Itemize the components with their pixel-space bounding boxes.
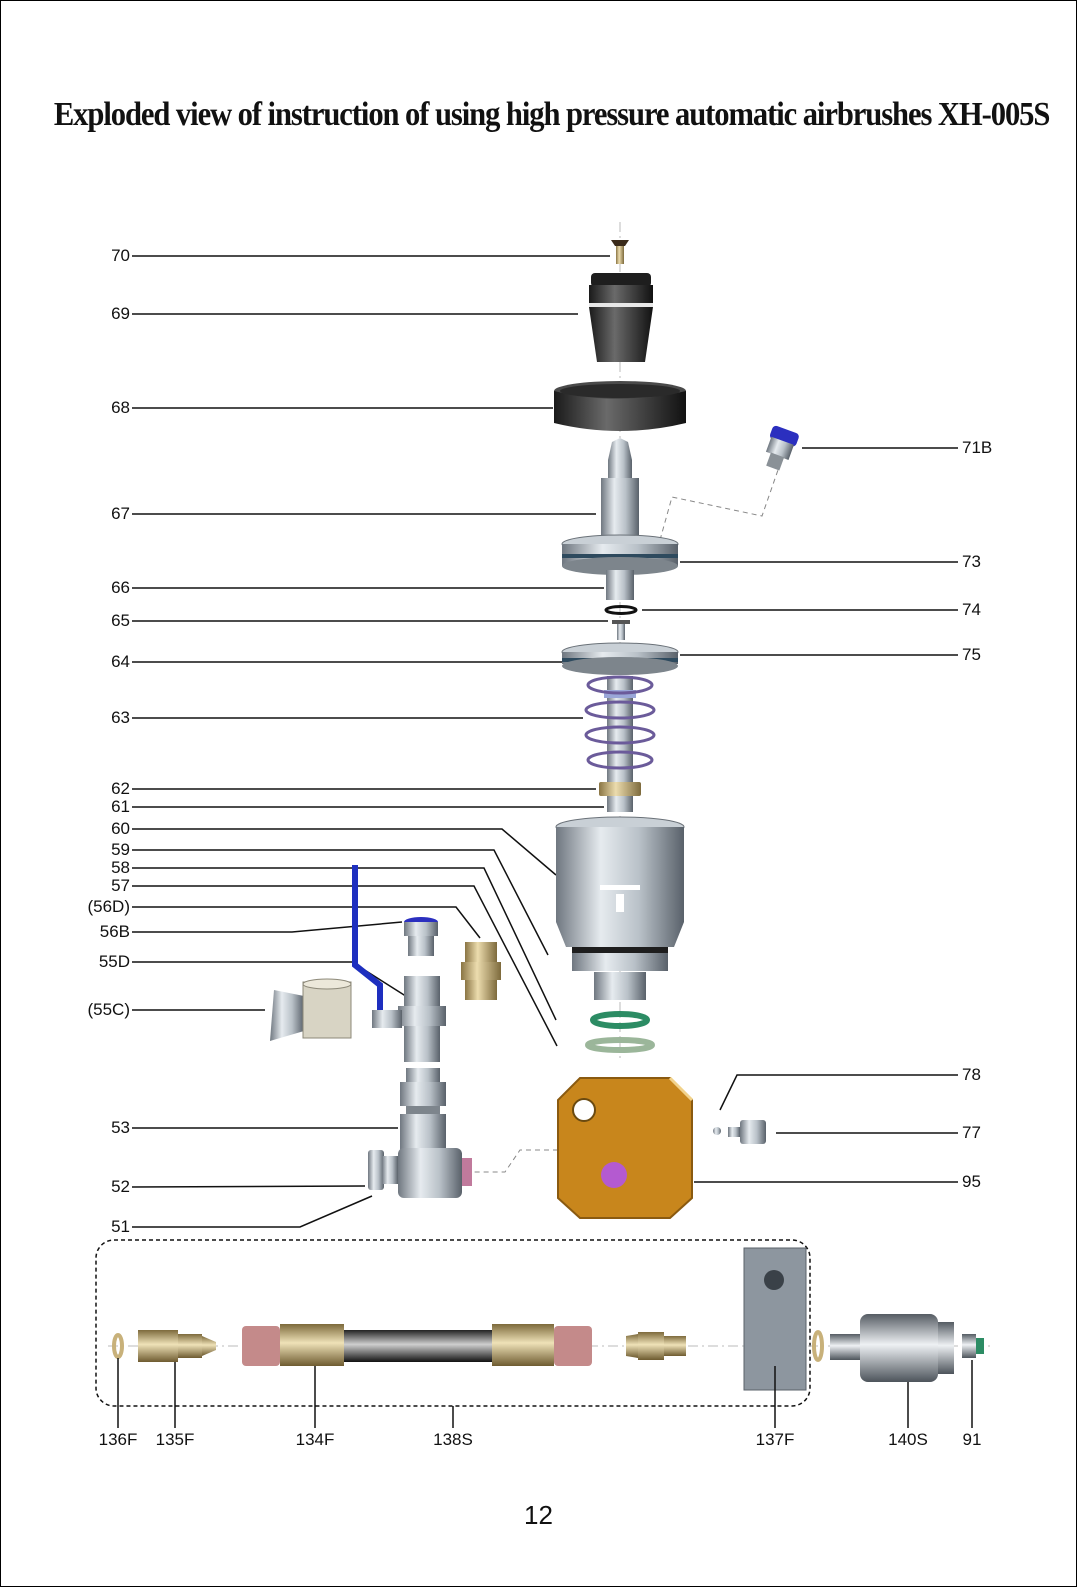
part-74-o-ring: [604, 605, 638, 615]
part-138S-hose: [242, 1324, 592, 1366]
label-78: 78: [962, 1065, 981, 1084]
part-55D-valve: [352, 865, 446, 1062]
label-138S: 138S: [433, 1430, 473, 1449]
label-68: 68: [111, 398, 130, 417]
label-63: 63: [111, 708, 130, 727]
label-91: 91: [962, 1430, 982, 1449]
part-55C-handle: [270, 978, 352, 1041]
label-55C: (55C): [87, 1000, 130, 1019]
part-66-stem: [606, 570, 634, 600]
page-title: Exploded view of instruction of using hi…: [53, 96, 1051, 133]
label-70: 70: [111, 246, 130, 265]
label-62: 62: [111, 779, 130, 798]
part-53-coupling: [400, 1068, 446, 1150]
label-140S: 140S: [888, 1430, 928, 1449]
part-56D-nipple: [461, 942, 501, 1000]
part-77-fitting: [728, 1120, 766, 1144]
label-56B: 56B: [99, 922, 130, 941]
left-leader-lines: [131, 255, 610, 1228]
part-135F-fitting: [138, 1330, 216, 1362]
label-52: 52: [111, 1177, 130, 1196]
label-77: 77: [962, 1123, 981, 1142]
label-95: 95: [962, 1172, 981, 1191]
right-leader-lines: [642, 447, 958, 1183]
bottom-leader-lines: [117, 1358, 973, 1428]
part-hose-fitting-right: [626, 1332, 686, 1360]
label-51: 51: [111, 1217, 130, 1236]
label-136F: 136F: [98, 1430, 138, 1449]
label-73: 73: [962, 552, 981, 571]
label-75: 75: [962, 645, 981, 664]
label-137F: 137F: [755, 1430, 795, 1449]
label-66: 66: [111, 578, 130, 597]
label-58: 58: [111, 858, 130, 877]
part-62-nut: [599, 782, 641, 796]
label-59: 59: [111, 840, 130, 859]
label-135F: 135F: [155, 1430, 195, 1449]
part-65-pin: [612, 620, 630, 640]
label-57: 57: [111, 876, 130, 895]
part-140S-washer: [812, 1330, 824, 1362]
part-64-piston: [561, 642, 679, 675]
part-52-tee: [368, 1148, 472, 1198]
label-67: 67: [111, 504, 130, 523]
label-53: 53: [111, 1118, 130, 1137]
label-71B: 71B: [962, 438, 993, 457]
part-71B-fitting: [765, 425, 799, 471]
part-57-washer: [585, 1037, 655, 1053]
part-70-screw: [611, 240, 629, 264]
label-74: 74: [962, 600, 981, 619]
label-60: 60: [111, 819, 130, 838]
page-number: 12: [524, 1500, 553, 1530]
part-68-ring: [554, 381, 686, 431]
part-95-plate: [557, 1076, 694, 1219]
part-67-needle-body: [561, 438, 679, 575]
part-69-cap: [589, 273, 653, 362]
part-91-fitting: [962, 1334, 984, 1358]
part-136F-washer: [112, 1333, 124, 1359]
label-61: 61: [111, 797, 130, 816]
label-69: 69: [111, 304, 130, 323]
part-78-ball: [713, 1127, 721, 1135]
label-64: 64: [111, 652, 130, 671]
part-58-seal: [590, 1011, 650, 1029]
part-140S-regulator: [830, 1314, 954, 1382]
label-134F: 134F: [295, 1430, 335, 1449]
hose-assembly-boundary: [95, 1239, 811, 1407]
label-55D: 55D: [98, 952, 130, 971]
label-65: 65: [111, 611, 130, 630]
part-60-housing: [555, 816, 685, 1000]
label-56D: (56D): [87, 897, 130, 916]
part-56B-fitting: [404, 917, 438, 956]
